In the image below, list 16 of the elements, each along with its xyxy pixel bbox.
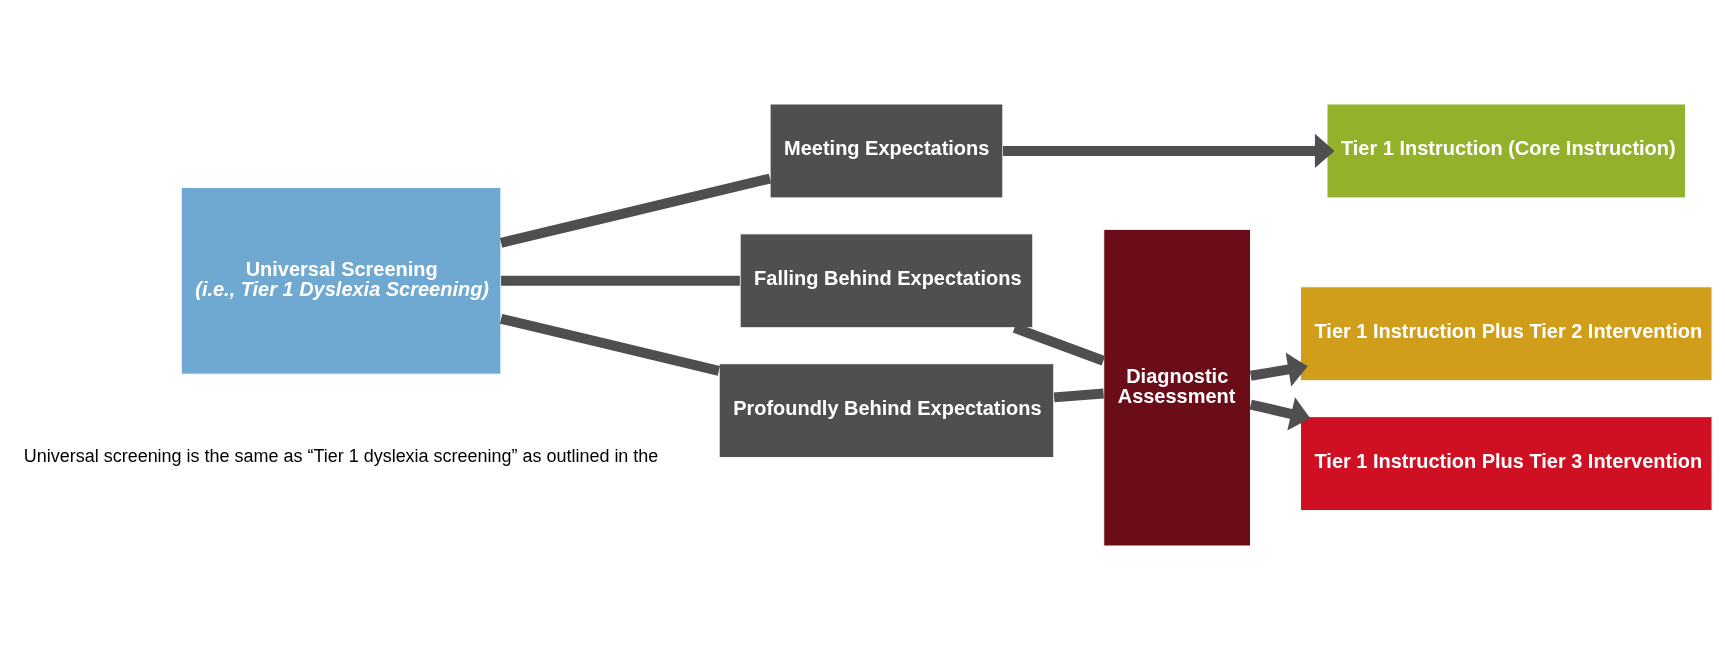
node-box: Universal Screening (i.e., Tier 1 Dyslexia Screening) — [180, 186, 502, 375]
connector — [499, 313, 720, 376]
node-box: Diagnostic Assessment — [1103, 228, 1252, 547]
node-box: Tier 1 Instruction (Core Instruction) — [1326, 103, 1687, 199]
node-box: Tier 1 Instruction Plus Tier 2 Intervention — [1300, 286, 1713, 382]
node-box: Profoundly Behind Expectations — [718, 363, 1055, 459]
arrow — [1249, 397, 1311, 431]
arrow — [1002, 133, 1335, 169]
node-box: Falling Behind Expectations — [739, 233, 1034, 329]
connector — [501, 275, 740, 286]
connector — [1053, 388, 1104, 403]
arrow — [1249, 352, 1308, 387]
node-box: Meeting Expectations — [769, 103, 1004, 199]
node-box: Tier 1 Instruction Plus Tier 3 Intervention — [1300, 416, 1713, 512]
label: Universal screening is the same as “Tier 1 dyslexia screening” as outlined in the — [23, 446, 659, 466]
connector — [499, 173, 772, 248]
